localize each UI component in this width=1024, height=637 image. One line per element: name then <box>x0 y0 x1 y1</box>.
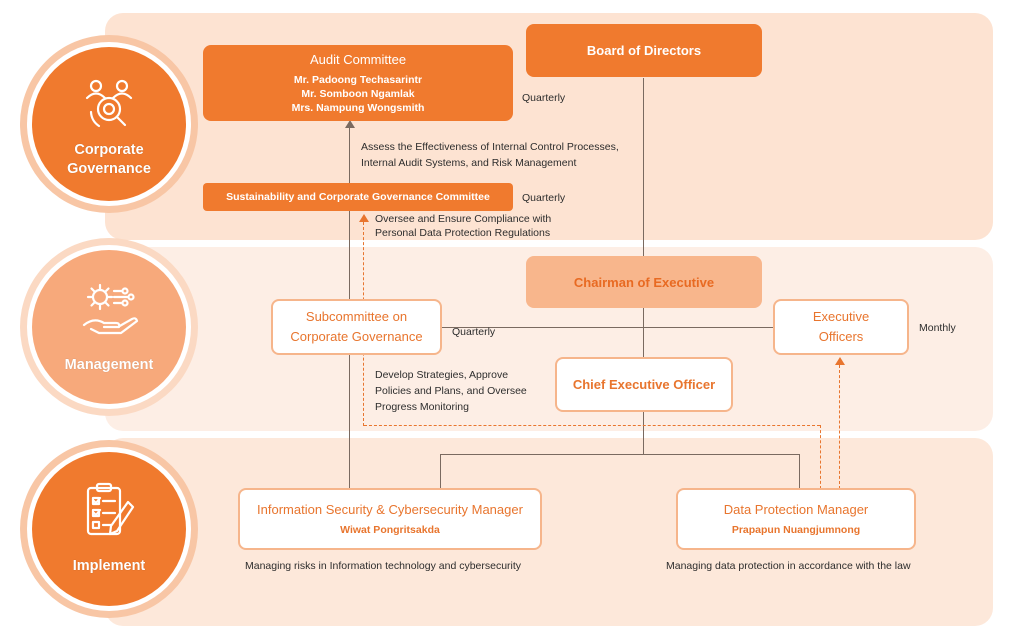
managers-horizontal-line <box>440 454 800 456</box>
audit-arrow-head <box>344 120 355 128</box>
board-box: Board of Directors <box>526 24 762 77</box>
gear-hand-icon <box>78 281 140 342</box>
governance-people-icon <box>80 78 138 135</box>
chairman-title: Chairman of Executive <box>573 274 715 290</box>
checklist-clipboard-icon <box>82 482 136 545</box>
infosec-name: Wiwat Pongritsakda <box>340 524 440 536</box>
audit-member-3: Mrs. Nampung Wongsmith <box>291 101 425 114</box>
ceo-to-executive-line <box>644 327 774 329</box>
audit-member-2: Mr. Somboon Ngamlak <box>301 87 415 100</box>
governance-circle: Corporate Governance <box>32 47 186 201</box>
infosec-description: Managing risks in Information technology… <box>245 560 522 572</box>
executive-title-line2: Officers <box>818 329 864 344</box>
sustainability-title: Sustainability and Corporate Governance … <box>226 191 490 203</box>
to-infosec-line <box>440 454 442 489</box>
executive-title-line1: Executive <box>812 309 870 324</box>
sustainability-dash-arrow <box>358 214 369 222</box>
board-title: Board of Directors <box>586 43 702 58</box>
ceo-to-managers-line <box>643 410 645 455</box>
infosec-manager-box: Information Security & Cybersecurity Man… <box>238 488 542 550</box>
audit-frequency: Quarterly <box>522 92 566 104</box>
audit-note: Assess the Effectiveness of Internal Con… <box>361 141 619 169</box>
dp-title: Data Protection Manager <box>723 502 869 517</box>
dp-to-executive-dash <box>839 365 840 489</box>
ceo-title: Chief Executive Officer <box>572 377 716 392</box>
sustainability-frequency: Quarterly <box>522 192 566 204</box>
implement-circle: Implement <box>32 452 186 606</box>
ceo-to-subcommittee-line <box>442 327 644 329</box>
subcommittee-box: Subcommittee on Corporate Governance <box>271 299 442 355</box>
subcommittee-frequency: Quarterly <box>452 326 496 338</box>
board-to-ceo-line <box>643 78 645 408</box>
executive-officers-box: Executive Officers <box>773 299 909 355</box>
subcommittee-note: Develop Strategies, Approve Policies and… <box>375 369 527 413</box>
implement-label: Implement <box>72 558 146 574</box>
management-label: Management <box>64 357 154 373</box>
sustainability-committee-box: Sustainability and Corporate Governance … <box>203 183 513 211</box>
dp-manager-box: Data Protection Manager Prapapun Nuangju… <box>676 488 916 550</box>
governance-label: Corporate Governance <box>67 141 151 177</box>
executive-dash-arrow <box>834 357 845 365</box>
audit-committee-title: Audit Committee <box>309 51 407 67</box>
to-dp-line <box>799 454 801 489</box>
dp-description: Managing data protection in accordance w… <box>666 560 911 572</box>
dp-dash-up <box>820 425 821 489</box>
dp-to-sustainability-dash-h <box>364 425 820 426</box>
management-circle: Management <box>32 250 186 404</box>
subcommittee-title-line1: Subcommittee on <box>305 309 408 324</box>
sustainability-note: Oversee and Ensure Compliance with Perso… <box>375 213 552 239</box>
dp-name: Prapapun Nuangjumnong <box>731 524 861 536</box>
executive-frequency: Monthly <box>919 322 956 334</box>
infosec-title: Information Security & Cybersecurity Man… <box>257 502 523 517</box>
ceo-box: Chief Executive Officer <box>555 357 733 412</box>
chairman-box: Chairman of Executive <box>526 256 762 308</box>
subcommittee-title-line2: Corporate Governance <box>290 329 423 344</box>
audit-committee-box: Audit Committee Mr. Padoong Techasarintr… <box>203 45 513 121</box>
audit-member-1: Mr. Padoong Techasarintr <box>293 73 423 86</box>
